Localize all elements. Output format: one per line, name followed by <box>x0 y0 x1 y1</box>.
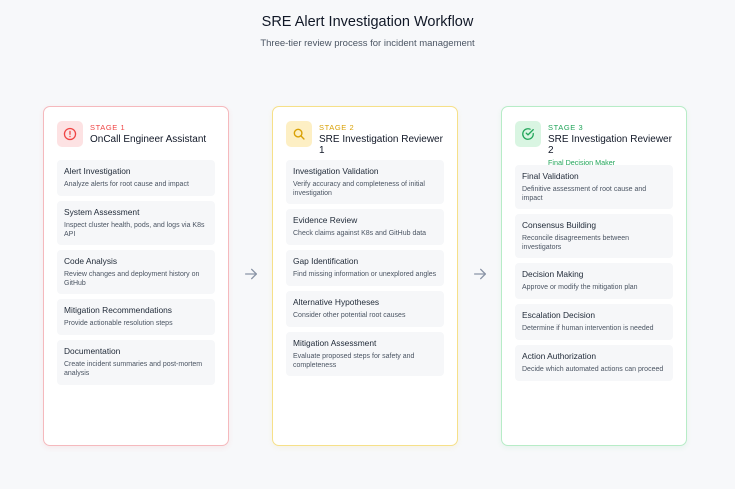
task-title: Code Analysis <box>64 256 118 267</box>
arrow-right-icon <box>245 268 257 280</box>
page-title: SRE Alert Investigation Workflow <box>261 14 474 30</box>
task-title: Mitigation Assessment <box>293 338 377 349</box>
stage-label: STAGE 3 <box>548 123 584 132</box>
task-description: Evaluate proposed steps for safety and c… <box>293 353 415 370</box>
task-title: Escalation Decision <box>522 310 596 321</box>
task-description: Reconcile disagreements between investig… <box>522 235 630 252</box>
stage-label: STAGE 2 <box>319 123 355 132</box>
task-description: Determine if human intervention is neede… <box>522 325 654 333</box>
check-circle-icon <box>515 121 541 147</box>
task-description: Check claims against K8s and GitHub data <box>293 230 427 238</box>
task-title: Gap Identification <box>293 256 359 267</box>
stage-2-card: STAGE 2 SRE Investigation Reviewer 1 Inv… <box>272 106 458 446</box>
task-description: Analyze alerts for root cause and impact <box>64 181 189 188</box>
task-description: Inspect cluster health, pods, and logs v… <box>64 222 205 239</box>
task-title: Documentation <box>64 346 121 357</box>
task-description: Review changes and deployment history on… <box>64 271 200 288</box>
task-description: Provide actionable resolution steps <box>64 320 173 328</box>
stage-label: STAGE 1 <box>90 123 126 132</box>
task-title: Final Validation <box>522 171 579 181</box>
task-description: Verify accuracy and completeness of init… <box>293 181 425 198</box>
search-icon <box>286 121 312 147</box>
stage-1-header: STAGE 1 OnCall Engineer Assistant <box>57 121 215 155</box>
task-description: Consider other potential root causes <box>293 312 406 320</box>
task-title: Alternative Hypotheses <box>293 297 380 308</box>
task-title: Consensus Building <box>522 220 597 231</box>
task-description: Definitive assessment of root cause and … <box>522 186 647 203</box>
stage-3-header: STAGE 3 SRE Investigation Reviewer 2 Fin… <box>515 121 673 167</box>
stage-role: Final Decision Maker <box>548 158 616 167</box>
arrow-right-icon <box>474 268 486 280</box>
task-description: Decide which automated actions can proce… <box>522 366 664 374</box>
stage-2-header: STAGE 2 SRE Investigation Reviewer 1 <box>286 121 444 156</box>
stage-name: OnCall Engineer Assistant <box>90 134 207 145</box>
task-title: System Assessment <box>64 207 140 217</box>
task-title: Evidence Review <box>293 215 358 226</box>
task-description: Create incident summaries and post-morte… <box>64 361 203 378</box>
stage-1-card: STAGE 1 OnCall Engineer Assistant Alert … <box>43 106 229 446</box>
page-subtitle: Three-tier review process for incident m… <box>260 38 475 49</box>
task-title: Mitigation Recommendations <box>64 305 172 316</box>
stage-name: SRE Investigation Reviewer 2 <box>548 134 672 156</box>
task-description: Find missing information or unexplored a… <box>293 271 437 279</box>
stage-3-card: STAGE 3 SRE Investigation Reviewer 2 Fin… <box>501 106 687 446</box>
task-description: Approve or modify the mitigation plan <box>522 284 638 292</box>
stage-name: SRE Investigation Reviewer 1 <box>319 134 443 156</box>
alert-circle-icon <box>57 121 83 147</box>
task-title: Alert Investigation <box>64 166 131 176</box>
task-title: Investigation Validation <box>293 166 379 176</box>
task-title: Decision Making <box>522 269 584 280</box>
task-title: Action Authorization <box>522 351 597 362</box>
